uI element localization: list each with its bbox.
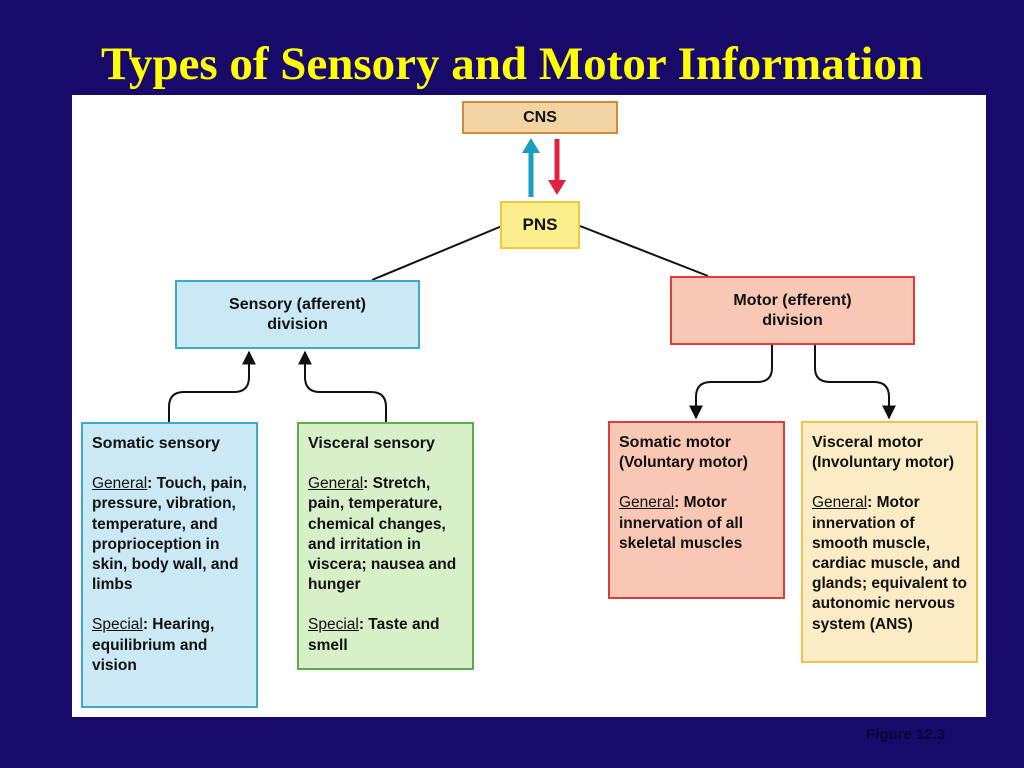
visceral-motor-node: Visceral motor (Involuntary motor) Gener…	[801, 421, 978, 663]
figure-label: Figure 12.3	[866, 726, 946, 743]
visceral-sensory-special: Special: Taste and smell	[308, 615, 464, 655]
visceral-sensory-heading: Visceral sensory	[308, 435, 435, 452]
general-label: General	[92, 475, 148, 493]
somatic-sensory-node: Somatic sensory General: Touch, pain, pr…	[81, 422, 258, 708]
pns-node: PNS	[500, 201, 580, 249]
motor-division-line1: Motor (efferent)	[733, 291, 852, 309]
general-text: : Motor innervation of smooth muscle, ca…	[812, 494, 968, 633]
visceral-motor-heading: Visceral motor	[812, 434, 923, 451]
cns-node: CNS	[462, 101, 618, 134]
general-label: General	[619, 494, 675, 512]
special-label: Special	[308, 616, 359, 634]
special-label: Special	[92, 616, 143, 634]
somatic-motor-subheading: (Voluntary motor)	[619, 454, 748, 472]
cns-label: CNS	[523, 108, 557, 126]
general-text: : Touch, pain, pressure, vibration, temp…	[92, 475, 247, 594]
somatic-sensory-general: General: Touch, pain, pressure, vibratio…	[92, 474, 248, 595]
special-text: : Taste and smell	[308, 616, 440, 654]
somatic-motor-node: Somatic motor (Voluntary motor) General:…	[608, 421, 785, 599]
special-text: : Hearing, equilibrium and vision	[92, 616, 215, 674]
somatic-motor-heading: Somatic motor	[619, 434, 732, 451]
sensory-division-node: Sensory (afferent) division	[175, 280, 420, 349]
sensory-division-line1: Sensory (afferent)	[229, 295, 366, 313]
motor-division-line2: division	[762, 311, 823, 329]
somatic-sensory-special: Special: Hearing, equilibrium and vision	[92, 615, 248, 676]
visceral-sensory-general: General: Stretch, pain, temperature, che…	[308, 474, 464, 595]
somatic-motor-general: General: Motor innervation of all skelet…	[619, 493, 775, 554]
pns-label: PNS	[522, 215, 558, 234]
visceral-sensory-node: Visceral sensory General: Stretch, pain,…	[297, 422, 474, 670]
sensory-division-line2: division	[267, 315, 328, 333]
slide-title: Types of Sensory and Motor Information	[100, 38, 924, 90]
general-text: : Motor innervation of all skeletal musc…	[619, 494, 744, 552]
visceral-motor-subheading: (Involuntary motor)	[812, 454, 955, 472]
motor-division-node: Motor (efferent) division	[670, 276, 915, 345]
somatic-sensory-heading: Somatic sensory	[92, 435, 221, 452]
general-text: : Stretch, pain, temperature, chemical c…	[308, 475, 457, 594]
general-label: General	[308, 475, 364, 493]
visceral-motor-general: General: Motor innervation of smooth mus…	[812, 493, 968, 634]
general-label: General	[812, 494, 868, 512]
